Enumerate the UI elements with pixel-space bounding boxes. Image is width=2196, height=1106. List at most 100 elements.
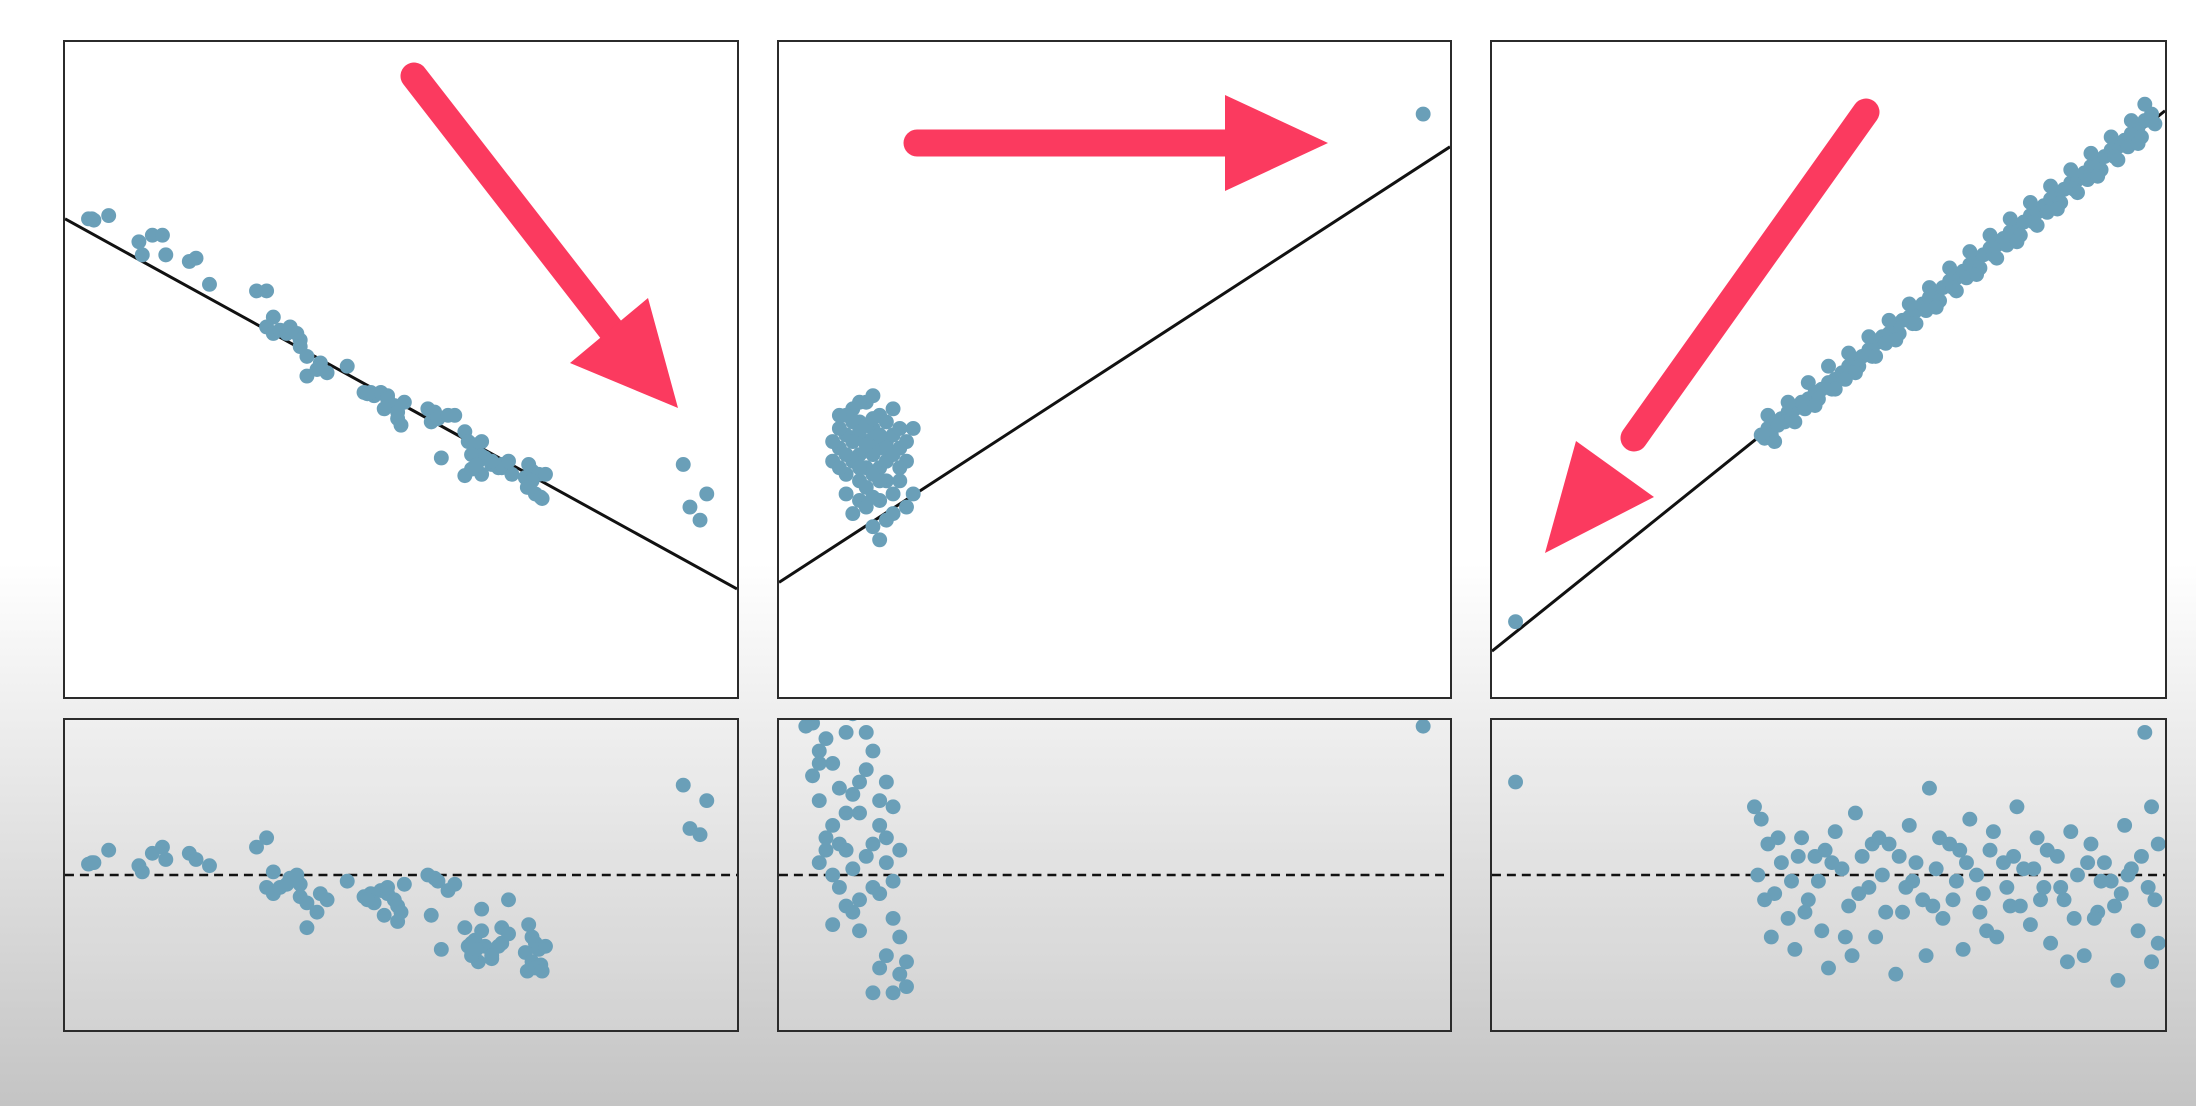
data-point (309, 904, 325, 920)
data-point (872, 793, 888, 809)
data-point (865, 388, 881, 404)
data-point (885, 447, 901, 463)
data-point (1928, 861, 1944, 877)
data-point (865, 519, 881, 535)
data-point (430, 873, 446, 889)
data-point (2009, 234, 2025, 250)
data-point (101, 842, 117, 858)
data-point (1767, 434, 1783, 450)
data-point (2144, 954, 2159, 970)
data-point (534, 491, 550, 506)
data-point (1837, 929, 1853, 945)
data-point (885, 799, 901, 815)
data-point (2137, 96, 2153, 112)
data-point (2009, 799, 2025, 815)
data-point (831, 460, 847, 476)
data-point (872, 473, 888, 489)
data-point (457, 920, 473, 936)
data-point (1888, 332, 1904, 348)
data-point (1948, 283, 1964, 299)
data-point (2022, 195, 2038, 210)
data-point (1868, 929, 1884, 945)
data-point (2039, 842, 2055, 858)
data-point (1415, 106, 1431, 122)
data-point (1750, 867, 1766, 883)
data-point (1821, 358, 1836, 374)
data-point (2002, 211, 2018, 227)
data-point (2029, 217, 2045, 233)
data-point (2096, 855, 2112, 871)
data-point (892, 842, 908, 858)
data-point (393, 417, 409, 433)
data-point (86, 212, 102, 228)
data-point (848, 720, 857, 722)
data-point (1780, 394, 1796, 410)
data-point (1868, 348, 1884, 364)
data-point (1847, 805, 1863, 821)
data-point (1757, 892, 1773, 908)
data-point (2066, 910, 2082, 926)
data-point (831, 407, 847, 423)
data-point (158, 852, 174, 867)
data-point (2144, 113, 2159, 129)
data-point (852, 892, 867, 908)
data-point (675, 457, 691, 472)
data-point (878, 414, 894, 430)
data-point (1935, 910, 1951, 926)
data-point (885, 506, 901, 522)
data-point (1794, 830, 1810, 846)
data-point (1753, 811, 1769, 827)
data-point (474, 901, 490, 917)
data-point (259, 283, 275, 299)
data-point (2083, 145, 2099, 161)
data-point (1760, 407, 1776, 423)
data-point (845, 434, 861, 450)
data-point (188, 250, 204, 266)
data-point (339, 358, 355, 374)
data-point (899, 499, 914, 515)
data-point (2043, 178, 2059, 194)
data-point (249, 839, 264, 855)
data-point (2090, 168, 2106, 184)
data-point (1955, 941, 1971, 957)
data-point (1908, 855, 1924, 871)
data-point (2144, 799, 2159, 815)
data-point (538, 466, 553, 482)
data-point (2026, 861, 2042, 877)
data-point (1790, 848, 1806, 864)
data-point (2123, 113, 2139, 129)
residual-plot-1 (65, 777, 737, 979)
data-point (1787, 941, 1803, 957)
data-point (1747, 799, 1762, 815)
data-point (2130, 136, 2146, 151)
data-point (825, 817, 841, 833)
data-point (1780, 910, 1796, 926)
data-point (292, 876, 308, 892)
data-point (831, 420, 847, 436)
data-point (2117, 817, 2133, 833)
data-point (838, 842, 854, 858)
data-point (1921, 280, 1937, 296)
data-point (1959, 855, 1974, 871)
data-point (359, 386, 375, 402)
residual-plot-2 (779, 720, 1450, 1001)
data-point (1841, 898, 1857, 914)
data-point (818, 731, 834, 747)
data-point (811, 743, 827, 759)
data-point (134, 864, 150, 880)
data-point (299, 895, 315, 911)
data-point (423, 907, 439, 923)
data-point (2150, 935, 2165, 951)
data-point (852, 394, 867, 410)
data-point (852, 923, 867, 939)
data-point (892, 420, 908, 436)
data-point (858, 762, 874, 778)
data-point (154, 839, 170, 855)
data-point (2022, 917, 2038, 933)
data-point (805, 720, 821, 731)
data-point (2059, 954, 2075, 970)
data-point (878, 855, 894, 871)
data-point (2137, 724, 2153, 740)
data-point (825, 755, 841, 771)
data-point (885, 401, 901, 417)
